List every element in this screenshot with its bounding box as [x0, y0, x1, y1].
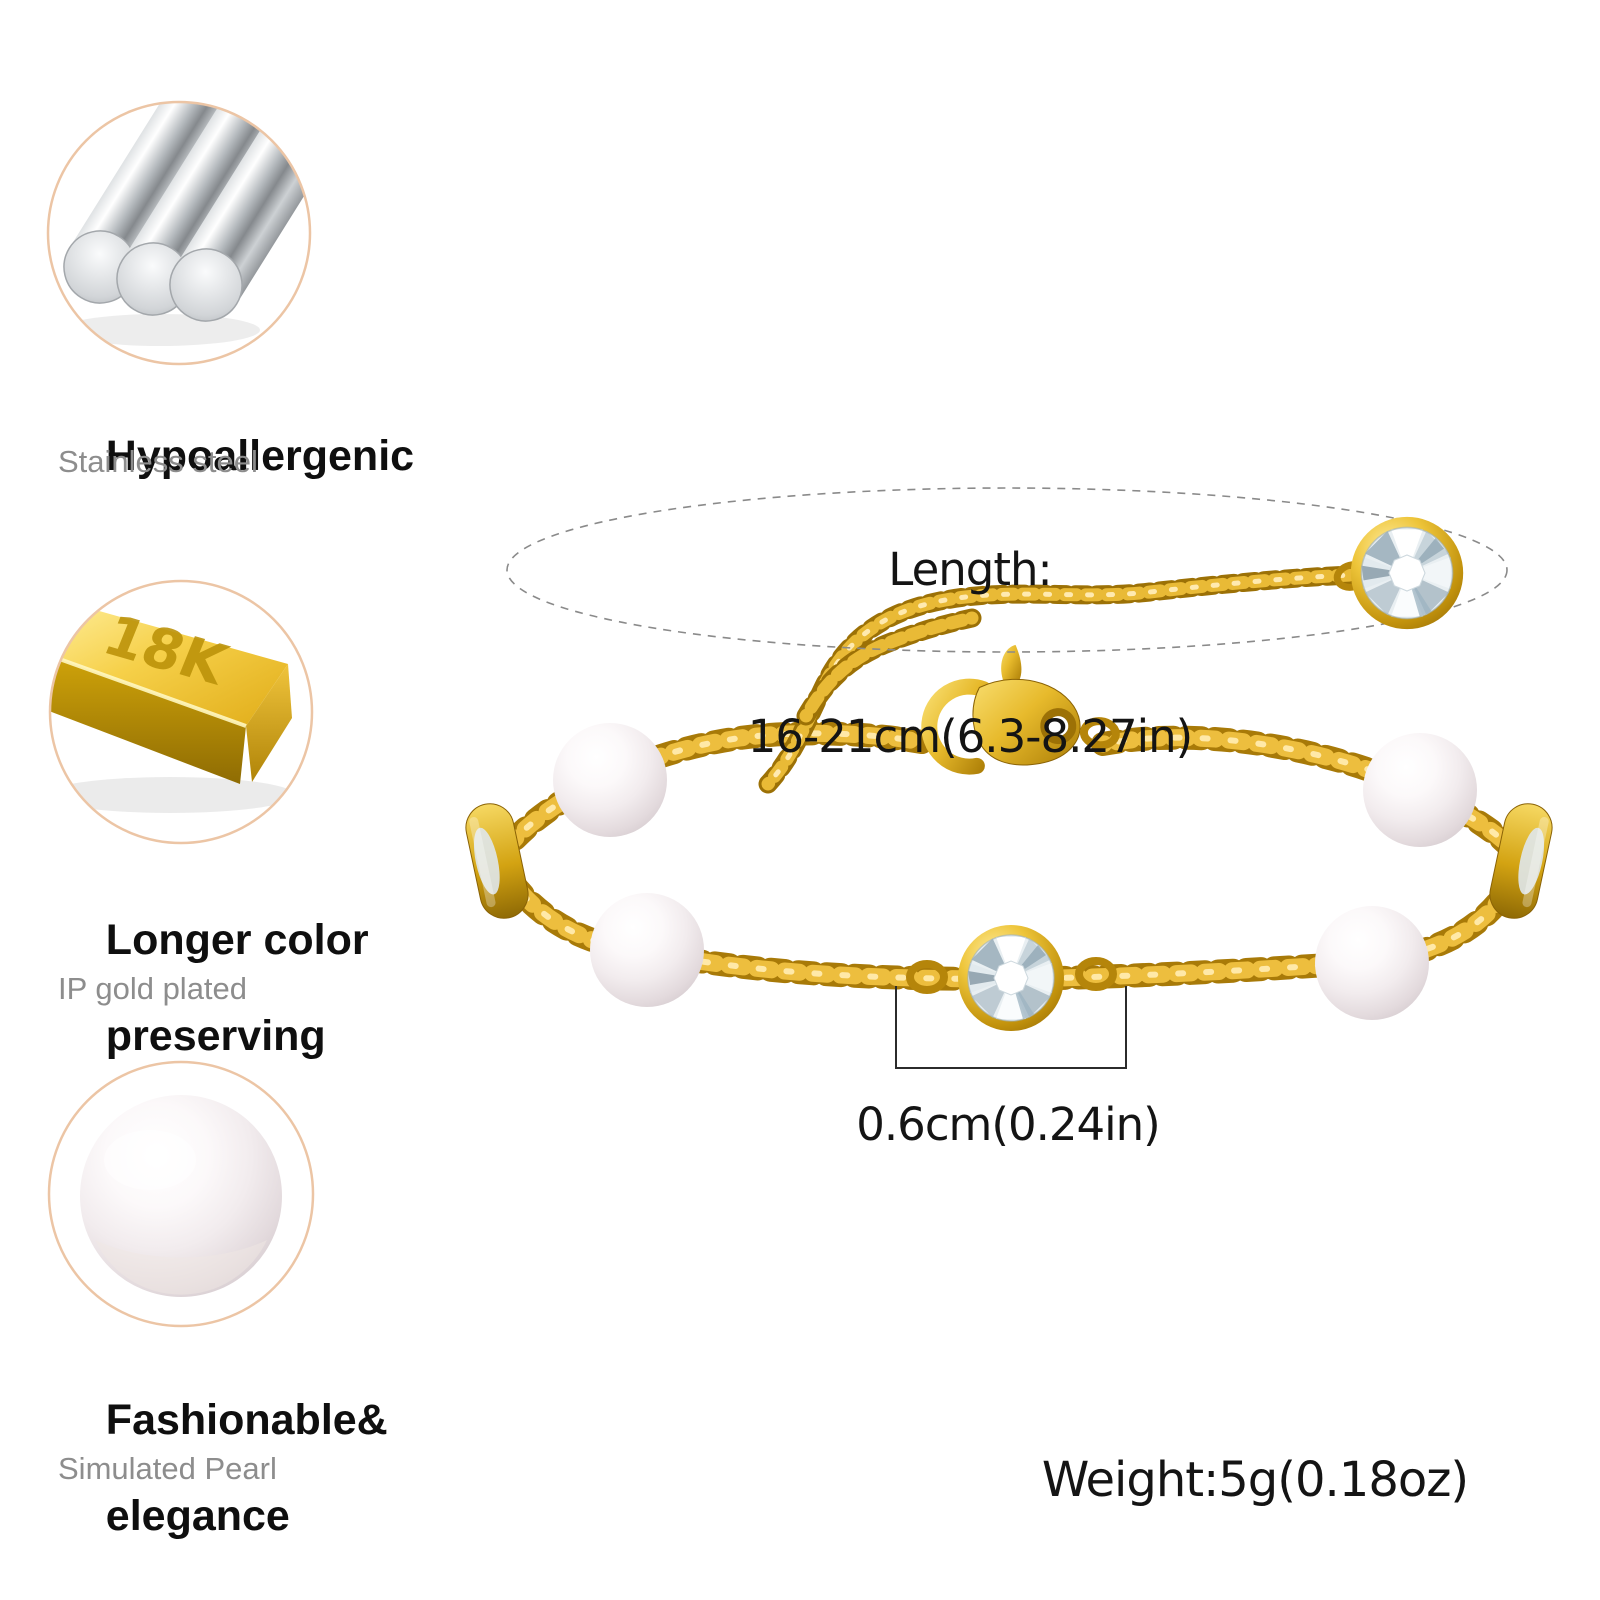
feature-subtitle-simulated-pearl: Simulated Pearl [58, 1451, 277, 1486]
feature-title-hypoallergenic: Hypoallergenic [105, 432, 415, 481]
pearl-bead [1363, 733, 1477, 847]
gold-bar-image: 18K [48, 579, 314, 845]
gold-bar-top-face [50, 600, 288, 726]
stone-size-annotation: 0.6cm(0.24in) [856, 1098, 1160, 1151]
cz-stone-side-right [1489, 803, 1553, 919]
chain-ring [906, 960, 948, 994]
cz-stone-side-left [465, 803, 529, 919]
cz-charm [1333, 516, 1464, 630]
length-ellipse [506, 487, 1508, 653]
steel-rod [116, 102, 310, 316]
pearl-bead [590, 893, 704, 1007]
gold-bar-end-face [246, 664, 292, 782]
extender-chain [758, 565, 1362, 794]
pearl-image [47, 1060, 315, 1328]
cz-stone-center [957, 924, 1065, 1032]
steel-rods-image [46, 100, 312, 366]
pearl-bead [1315, 906, 1429, 1020]
pearl-bead [553, 723, 667, 837]
feature-circle-border [47, 1060, 315, 1328]
feature-title-color-preserving: Longer color preserving [105, 916, 369, 1061]
lobster-clasp-icon [921, 644, 1120, 775]
feature-circle-border [46, 100, 312, 366]
length-annotation: Length: 16-21cm(6.3-8.27in) [670, 430, 1270, 876]
feature-subtitle-ip-gold-plated: IP gold plated [58, 971, 248, 1006]
length-value: 16-21cm(6.3-8.27in) [747, 709, 1193, 763]
gold-bar-front-face [50, 652, 246, 784]
chain-ring [1075, 957, 1117, 991]
weight-annotation: Weight:5g(0.18oz) [1041, 1452, 1469, 1508]
feature-title-fashionable: Fashionable& elegance [105, 1396, 388, 1541]
measurement-bracket [895, 986, 1127, 1069]
feature-circle-border [48, 579, 314, 845]
length-label: Length: [888, 542, 1052, 596]
bracelet [465, 565, 1553, 1032]
feature-subtitle-stainless-steel: Stainless steel [58, 444, 258, 479]
